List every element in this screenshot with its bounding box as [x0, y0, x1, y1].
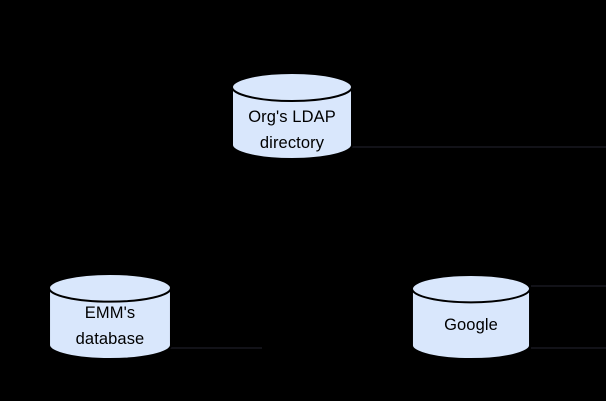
node-label-line: Google — [444, 316, 498, 334]
connector-line-faint — [531, 347, 606, 349]
node-emm-database: EMM's database — [48, 273, 172, 360]
cylinder-fill-path — [48, 273, 172, 360]
cylinder-fill-path — [231, 72, 353, 160]
cylinder-rim-path — [411, 288, 531, 304]
node-label-line: database — [75, 330, 145, 348]
node-label: EMM's database — [48, 300, 172, 352]
node-label: Google — [411, 312, 531, 338]
cylinder-rim-path — [48, 287, 172, 303]
database-cylinder-icon — [231, 72, 353, 160]
node-label-line: Org's LDAP — [248, 108, 336, 126]
connector-line-faint — [531, 285, 606, 287]
node-label: Org's LDAP directory — [231, 104, 353, 156]
connector-line-faint — [170, 347, 262, 349]
node-org-ldap-directory: Org's LDAP directory — [231, 72, 353, 160]
connector-line-faint — [352, 146, 606, 148]
database-cylinder-icon — [411, 274, 531, 360]
cylinder-rim-path — [231, 86, 353, 102]
database-cylinder-icon — [48, 273, 172, 360]
node-label-line: EMM's — [84, 304, 136, 322]
cylinder-fill-path — [411, 274, 531, 360]
node-google: Google — [411, 274, 531, 360]
node-label-line: directory — [259, 134, 325, 152]
